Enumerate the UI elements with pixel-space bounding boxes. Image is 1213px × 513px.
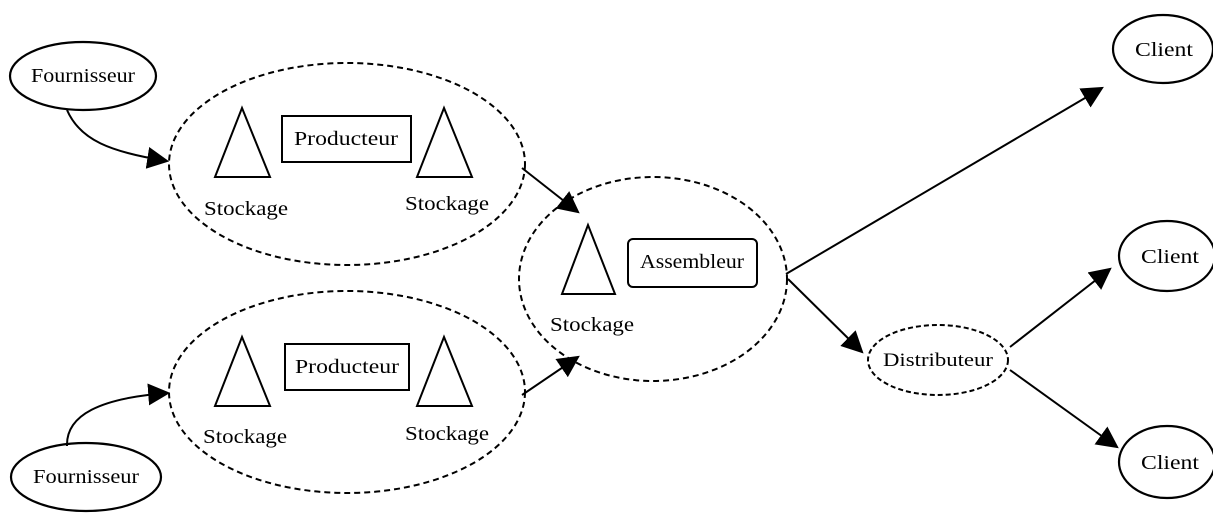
storage-label: Stockage bbox=[405, 423, 489, 445]
client-label-2: Client bbox=[1141, 246, 1200, 268]
storage-triangle bbox=[213, 105, 272, 178]
client-node-2: Client bbox=[1117, 219, 1213, 293]
producer-box-2 bbox=[284, 343, 410, 391]
supplier-label-1: Fournisseur bbox=[31, 65, 135, 87]
producer-box-1 bbox=[281, 115, 412, 163]
distributor-label: Distributeur bbox=[883, 350, 994, 371]
arrow-distributor-client3 bbox=[1009, 369, 1119, 449]
flow-arrows bbox=[65, 86, 1119, 449]
supplier-node-2: Fournisseur bbox=[9, 441, 163, 513]
storage-label: Stockage bbox=[550, 314, 634, 336]
arrow-supplier1-producer1 bbox=[66, 109, 170, 169]
storage-label: Stockage bbox=[203, 426, 287, 448]
client-node-3: Client bbox=[1117, 424, 1213, 500]
assembler-label: Assembleur bbox=[640, 251, 744, 273]
storage-triangle bbox=[213, 334, 272, 407]
assembler-box bbox=[627, 238, 758, 288]
storage-label: Stockage bbox=[204, 198, 288, 220]
assembler-group: Assembleur Stockage bbox=[518, 176, 788, 382]
storage-triangle bbox=[560, 222, 617, 295]
arrow-assembler-distributor bbox=[787, 278, 864, 354]
storage-label: Stockage bbox=[405, 193, 489, 215]
producer-label-1: Producteur bbox=[294, 128, 398, 150]
producer-group-1: Producteur Stockage Stockage bbox=[168, 62, 526, 266]
client-node-1: Client bbox=[1111, 13, 1213, 85]
arrow-producer2-assembler bbox=[521, 355, 580, 396]
producer-label-2: Producteur bbox=[295, 356, 399, 378]
arrow-supplier2-producer2 bbox=[65, 383, 171, 447]
distributor-node: Distributeur bbox=[867, 324, 1009, 396]
client-label-3: Client bbox=[1141, 452, 1200, 474]
producer-group-2: Producteur Stockage Stockage bbox=[168, 290, 526, 494]
arrow-producer1-assembler bbox=[521, 167, 580, 214]
storage-triangle bbox=[415, 105, 474, 178]
arrow-distributor-client2 bbox=[1009, 267, 1112, 348]
supplier-node-1: Fournisseur bbox=[8, 40, 158, 112]
client-label-1: Client bbox=[1135, 39, 1194, 61]
supplier-label-2: Fournisseur bbox=[33, 466, 139, 488]
arrow-assembler-client1 bbox=[785, 86, 1104, 275]
storage-triangle bbox=[415, 334, 474, 407]
